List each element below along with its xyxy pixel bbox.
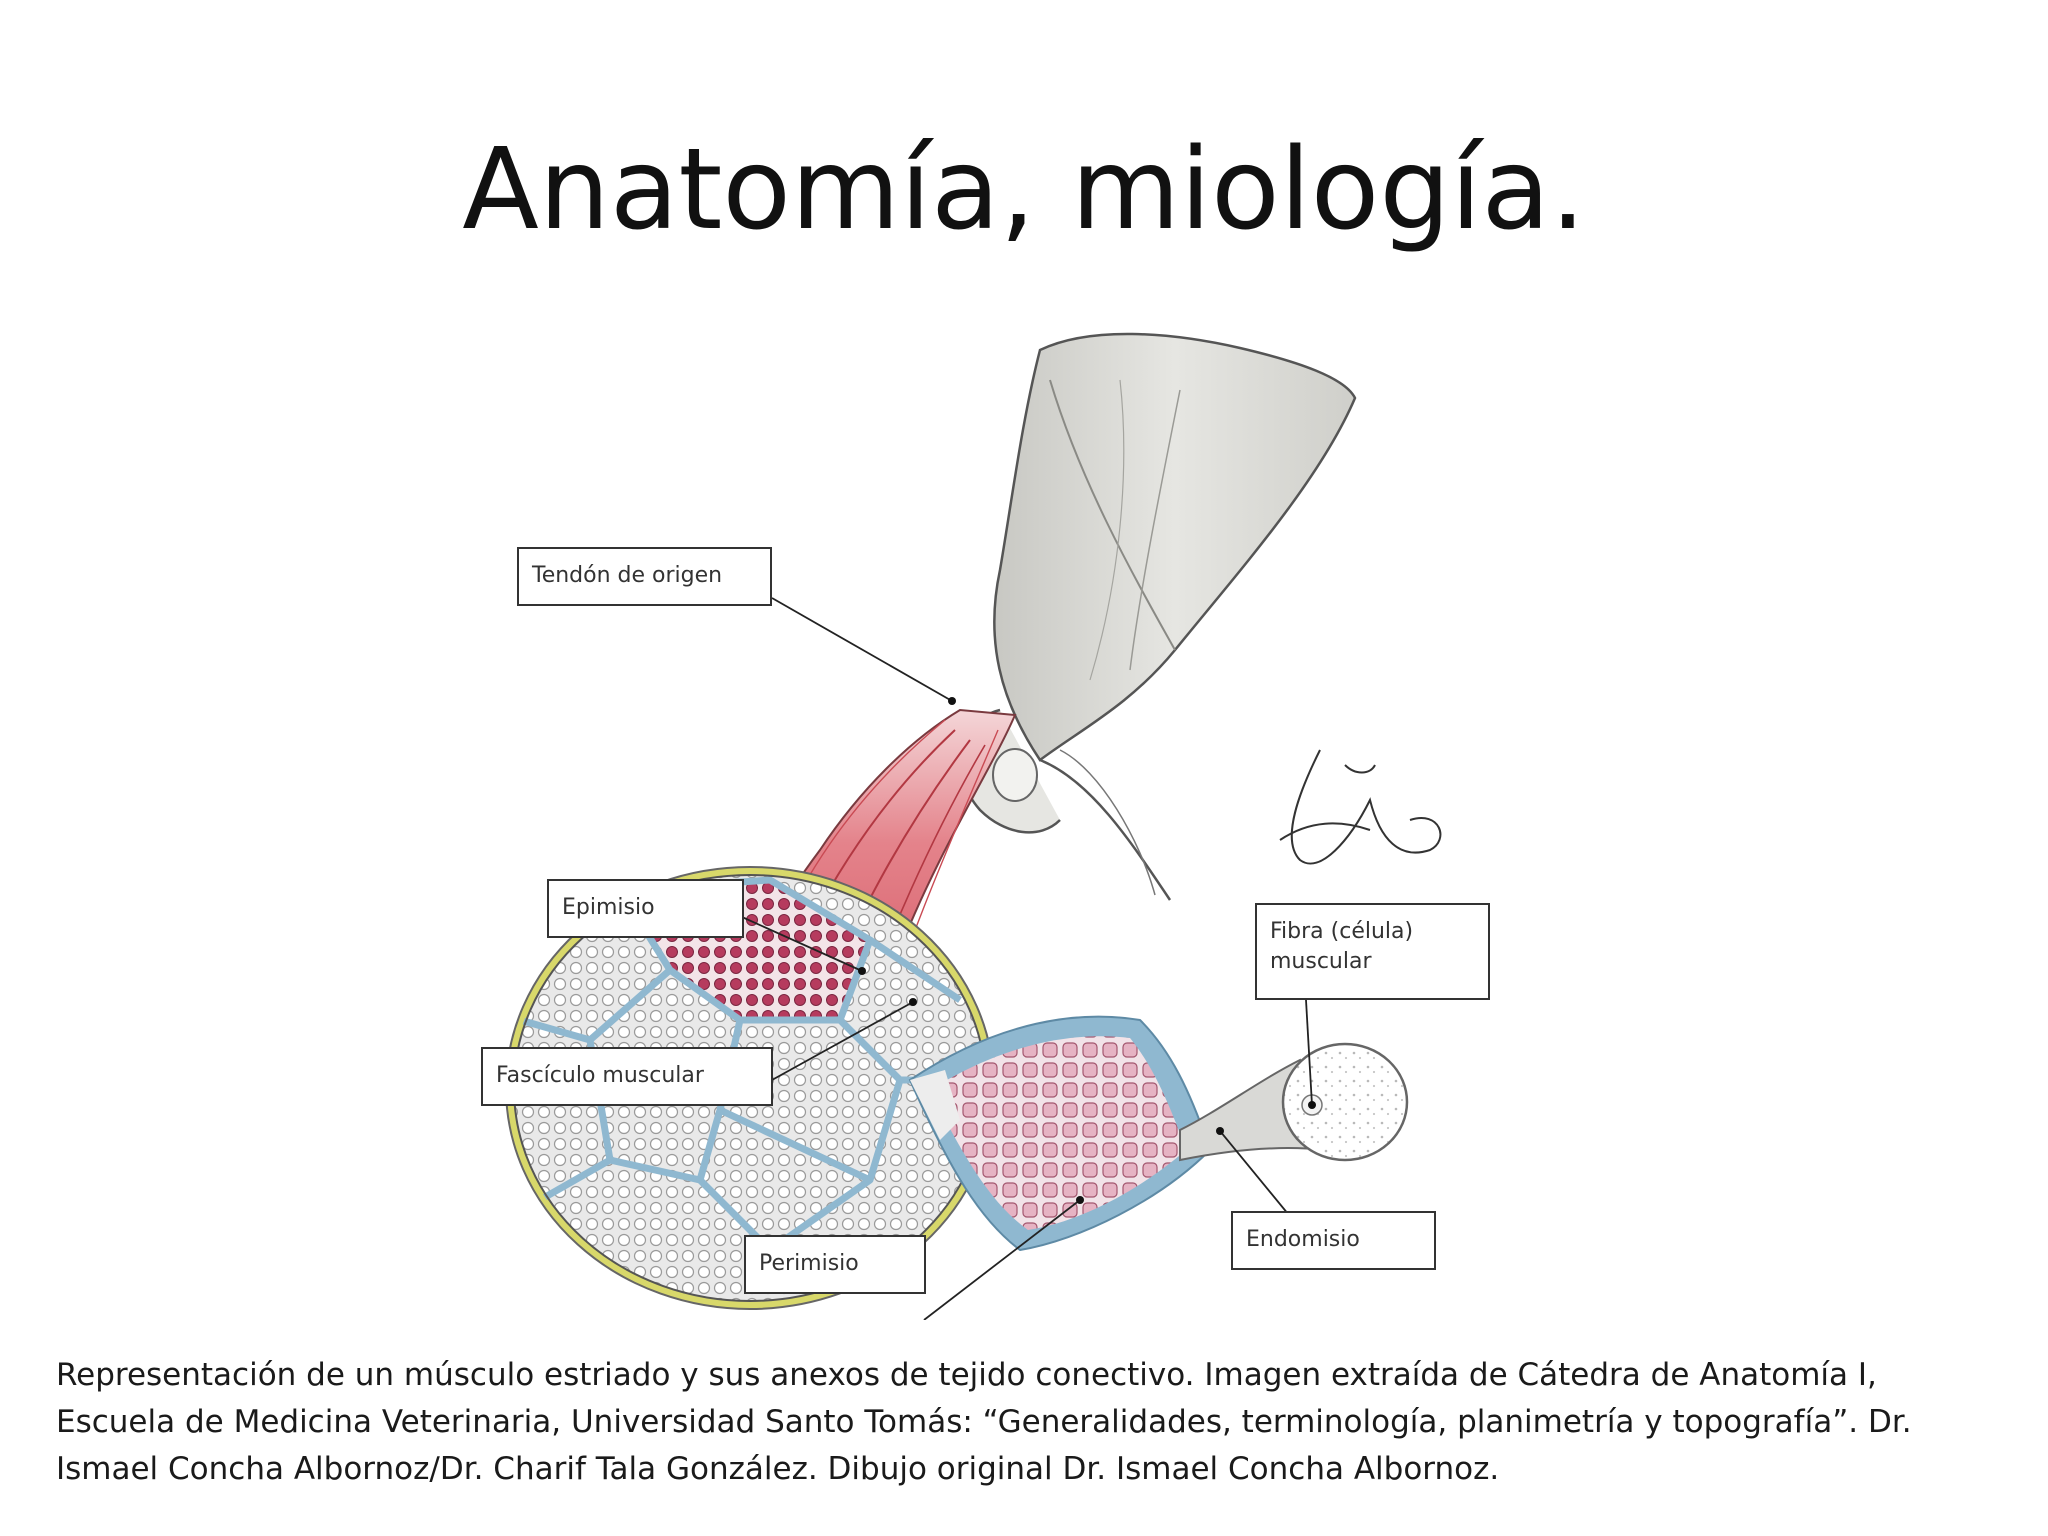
svg-text:Fascículo muscular: Fascículo muscular	[496, 1063, 705, 1088]
svg-text:Fibra (célula): Fibra (célula)	[1270, 919, 1413, 944]
svg-text:Epimisio: Epimisio	[562, 895, 655, 920]
svg-text:Perimisio: Perimisio	[759, 1251, 859, 1276]
label-endomisio: Endomisio	[1231, 1211, 1436, 1270]
label-fibra-muscular: Fibra (célula) muscular	[1255, 903, 1490, 1000]
leader-dots	[858, 697, 1316, 1204]
slide-title: Anatomía, miología.	[462, 125, 1586, 255]
svg-text:Tendón de origen: Tendón de origen	[531, 563, 722, 588]
muscle-diagram: Tendón de origen Epimisio Fascículo musc…	[481, 332, 1490, 1320]
label-perimisio: Perimisio	[744, 1235, 926, 1294]
leader-lines	[741, 597, 1326, 1320]
label-tendon-origen: Tendón de origen	[517, 547, 772, 606]
caption-line: Ismael Concha Albornoz/Dr. Charif Tala G…	[56, 1451, 1500, 1487]
svg-text:Endomisio: Endomisio	[1246, 1227, 1360, 1252]
figure-caption: Representación de un músculo estriado y …	[56, 1352, 2016, 1493]
label-epimisio: Epimisio	[547, 879, 744, 938]
caption-line: Escuela de Medicina Veterinaria, Univers…	[56, 1404, 1912, 1440]
muscle-fiber-detail	[1179, 1042, 1409, 1162]
fascicle-detail	[908, 1015, 1212, 1252]
label-fasciculo-muscular: Fascículo muscular	[481, 1047, 773, 1106]
artist-signature	[1279, 749, 1442, 865]
scapula-bone	[959, 332, 1357, 901]
svg-text:muscular: muscular	[1270, 949, 1372, 974]
caption-line: Representación de un músculo estriado y …	[56, 1357, 1877, 1393]
